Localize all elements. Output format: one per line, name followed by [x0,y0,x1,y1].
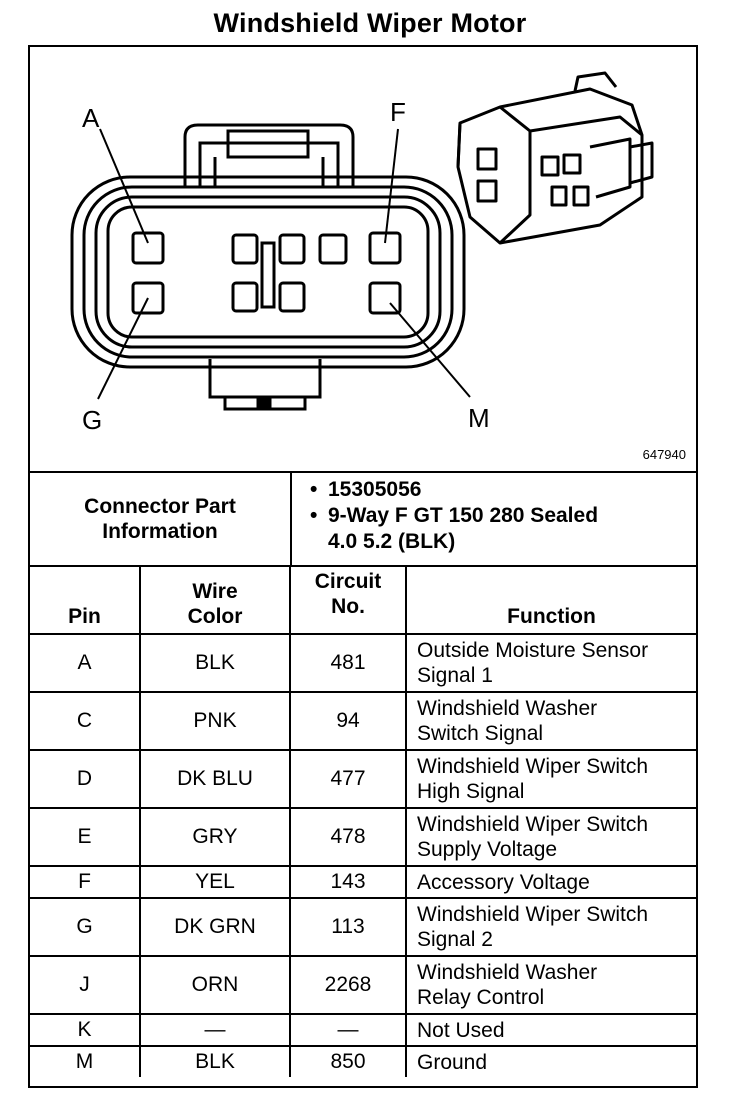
circuit-cell: 94 [289,691,407,751]
circuit-cell: 477 [289,749,407,809]
wire-color-cell: DK GRN [139,897,291,957]
circuit-cell: 478 [289,807,407,867]
pin-cell: K [30,1013,141,1047]
page-title: Windshield Wiper Motor [213,8,527,38]
pin-cell: M [30,1045,141,1077]
pin-cell: F [30,865,141,899]
header-pin: Pin [30,565,141,635]
circuit-cell: 2268 [289,955,407,1015]
circuit-cell: — [289,1013,407,1047]
wire-color-cell: DK BLU [139,749,291,809]
circuit-cell: 113 [289,897,407,957]
wire-color-cell: YEL [139,865,291,899]
connector-part-info: Connector Part Information 15305056 9-Wa… [30,473,696,567]
wire-color-cell: PNK [139,691,291,751]
wire-color-cell: BLK [139,1045,291,1077]
table-row: K — — Not Used [30,1013,696,1047]
part-number: 15305056 [302,477,692,503]
connector-info-label: Connector Part Information [30,473,292,565]
info-label-line1: Connector Part [84,495,236,518]
info-label-line2: Information [102,520,218,543]
circuit-cell: 481 [289,633,407,693]
pin-cell: G [30,897,141,957]
header-function: Function [405,565,696,635]
function-cell: Accessory Voltage [405,865,696,899]
pin-label-f: F [390,97,406,127]
wire-color-cell: BLK [139,633,291,693]
connector-diagram: A F G M 647940 [30,47,696,473]
pin-label-a: A [82,103,100,133]
function-cell: Ground [405,1045,696,1077]
pin-label-g: G [82,405,103,435]
pin-cell: E [30,807,141,867]
wire-color-cell: ORN [139,955,291,1015]
pin-cell: C [30,691,141,751]
wire-color-cell: — [139,1013,291,1047]
table-row: M BLK 850 Ground [30,1045,696,1077]
pin-cell: J [30,955,141,1015]
connector-face-drawing [70,71,654,411]
connector-sheet: A F G M 647940 Connector Part Informatio… [28,45,698,1088]
table-row: F YEL 143 Accessory Voltage [30,865,696,899]
circuit-cell: 850 [289,1045,407,1077]
wire-color-cell: GRY [139,807,291,867]
pin-label-m: M [468,403,490,433]
pin-cell: A [30,633,141,693]
circuit-cell: 143 [289,865,407,899]
pin-cell: D [30,749,141,809]
figure-number: 647940 [642,447,686,462]
function-cell: Not Used [405,1013,696,1047]
